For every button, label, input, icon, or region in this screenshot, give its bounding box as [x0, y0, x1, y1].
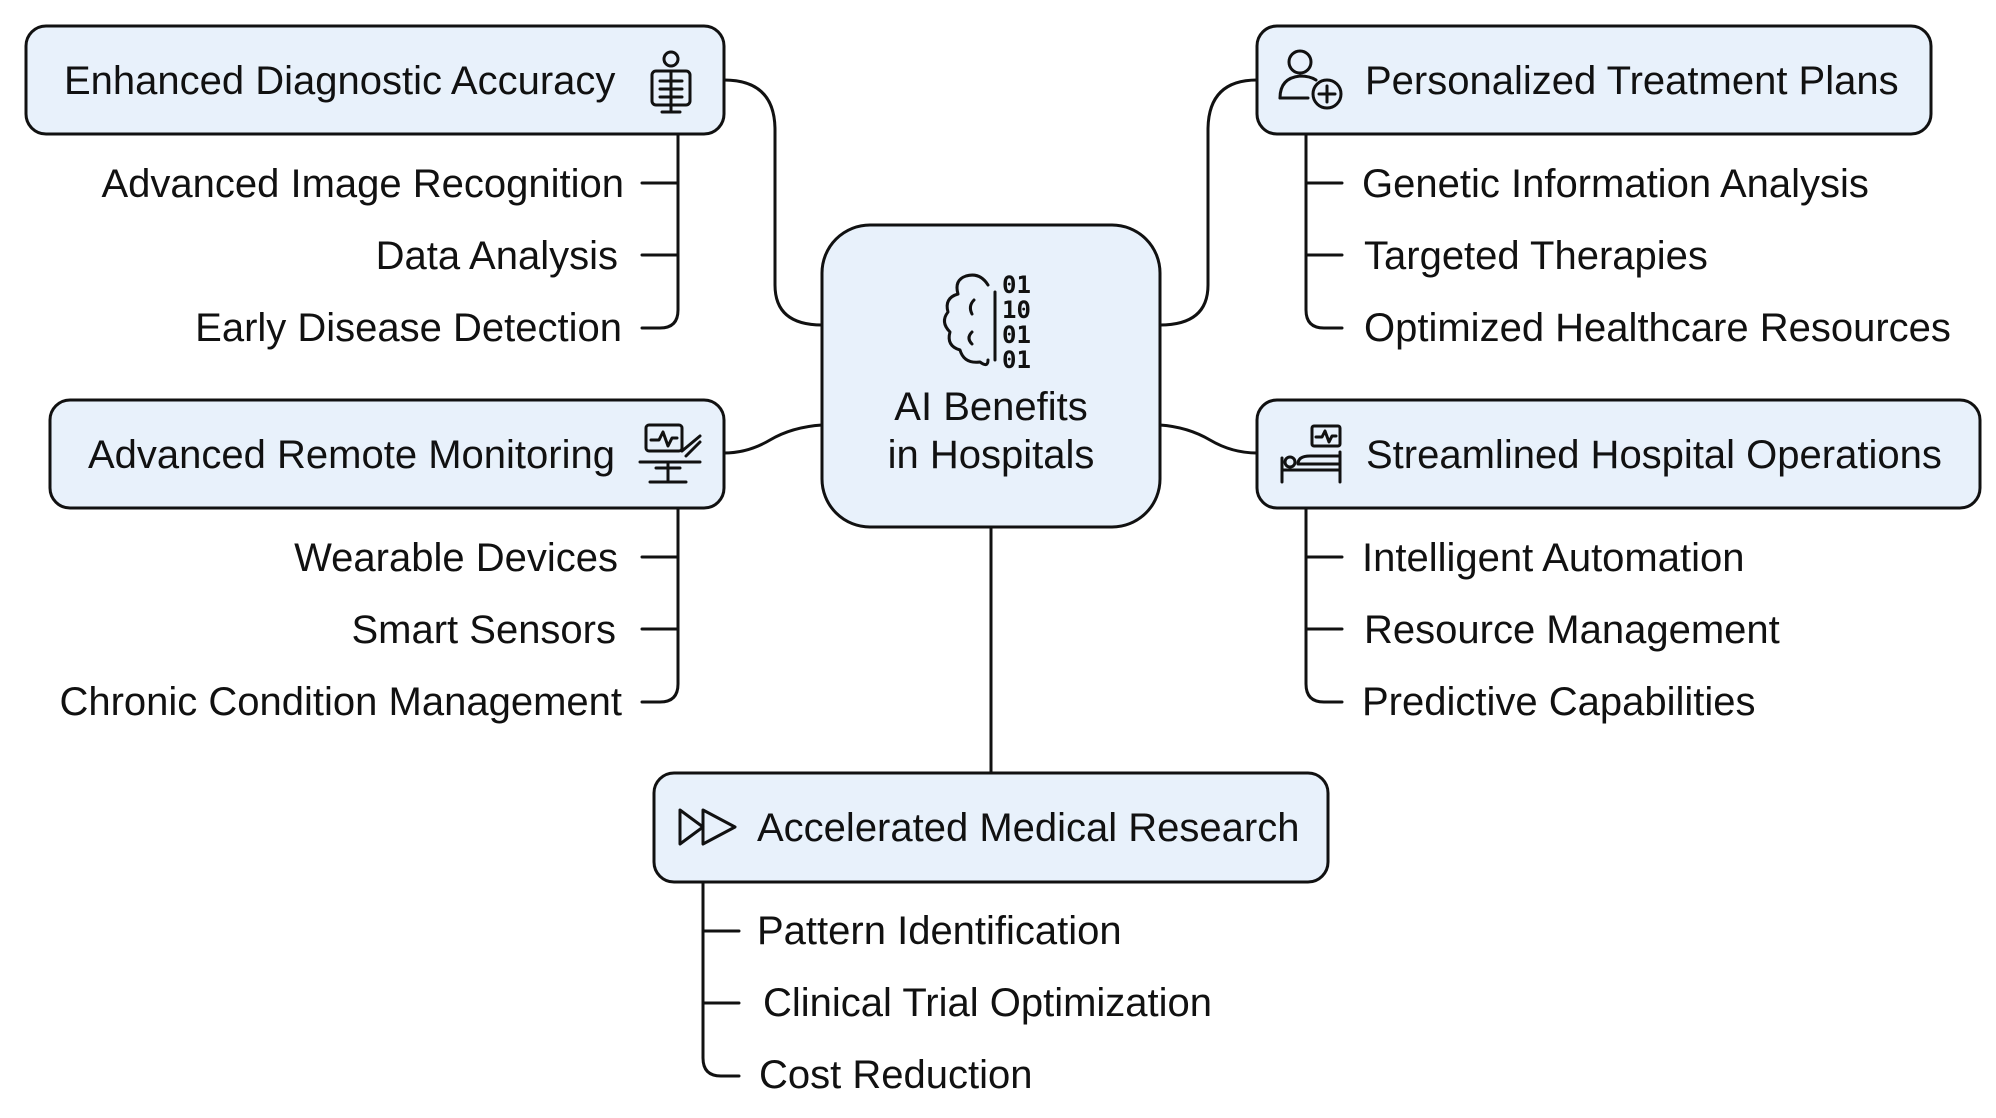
branch-diagnostic: Enhanced Diagnostic Accuracy: [24, 24, 726, 136]
connector-monitoring: [722, 423, 824, 455]
branch-treatment: Personalized Treatment Plans: [1255, 24, 1933, 136]
leaf-diagnostic-3: Early Disease Detection: [195, 306, 622, 350]
connector-treatment: [1158, 78, 1259, 327]
branch-title-treatment: Personalized Treatment Plans: [1365, 59, 1899, 103]
binary-row-1: 01: [1002, 271, 1031, 299]
binary-row-4: 01: [1002, 346, 1031, 374]
leaf-research-3: Cost Reduction: [759, 1053, 1032, 1097]
leaf-treatment-1: Genetic Information Analysis: [1362, 162, 1869, 206]
tree-diagnostic: [640, 132, 680, 330]
leaf-diagnostic-2: Data Analysis: [376, 234, 618, 278]
leaf-research-1: Pattern Identification: [757, 909, 1122, 953]
leaf-list-diagnostic: Advanced Image Recognition Data Analysis…: [101, 162, 624, 350]
branch-title-operations: Streamlined Hospital Operations: [1366, 433, 1942, 477]
monitor-stand-icon: [638, 423, 702, 484]
leaf-monitoring-1: Wearable Devices: [294, 536, 618, 580]
leaf-operations-3: Predictive Capabilities: [1362, 680, 1756, 724]
leaf-list-research: Pattern Identification Clinical Trial Op…: [757, 909, 1212, 1097]
patient-medical-icon: [1278, 49, 1343, 110]
branch-monitoring: Advanced Remote Monitoring: [48, 398, 726, 510]
leaf-diagnostic-1: Advanced Image Recognition: [101, 162, 624, 206]
leaf-monitoring-2: Smart Sensors: [351, 608, 616, 652]
branch-title-monitoring: Advanced Remote Monitoring: [88, 433, 615, 477]
branch-title-research: Accelerated Medical Research: [757, 806, 1299, 850]
leaf-list-operations: Intelligent Automation Resource Manageme…: [1362, 536, 1780, 724]
xray-person-icon: [650, 50, 692, 114]
tree-monitoring: [640, 506, 680, 704]
hospital-bed-icon: [1280, 424, 1342, 484]
branch-research: Accelerated Medical Research: [652, 771, 1330, 884]
brain-binary-icon: 01 10 01 01: [943, 271, 1031, 374]
tree-operations: [1304, 506, 1344, 704]
center-node: 01 10 01 01 AI Benefits in Hospitals: [820, 223, 1162, 529]
connector-diagnostic: [722, 78, 824, 327]
binary-row-3: 01: [1002, 321, 1031, 349]
tree-research: [701, 880, 741, 1078]
leaf-operations-2: Resource Management: [1364, 608, 1780, 652]
leaf-operations-1: Intelligent Automation: [1362, 536, 1744, 580]
leaf-list-monitoring: Wearable Devices Smart Sensors Chronic C…: [59, 536, 622, 724]
connector-operations: [1158, 423, 1259, 455]
leaf-list-treatment: Genetic Information Analysis Targeted Th…: [1362, 162, 1951, 350]
leaf-research-2: Clinical Trial Optimization: [763, 981, 1212, 1025]
branch-title-diagnostic: Enhanced Diagnostic Accuracy: [64, 59, 615, 103]
leaf-treatment-3: Optimized Healthcare Resources: [1364, 306, 1951, 350]
center-title-line2: in Hospitals: [888, 433, 1095, 477]
branch-operations: Streamlined Hospital Operations: [1255, 398, 1982, 510]
tree-treatment: [1304, 132, 1344, 330]
center-title-line1: AI Benefits: [894, 385, 1087, 429]
leaf-monitoring-3: Chronic Condition Management: [59, 680, 622, 724]
binary-row-2: 10: [1002, 296, 1031, 324]
leaf-treatment-2: Targeted Therapies: [1364, 234, 1708, 278]
fast-forward-icon: [678, 808, 737, 846]
